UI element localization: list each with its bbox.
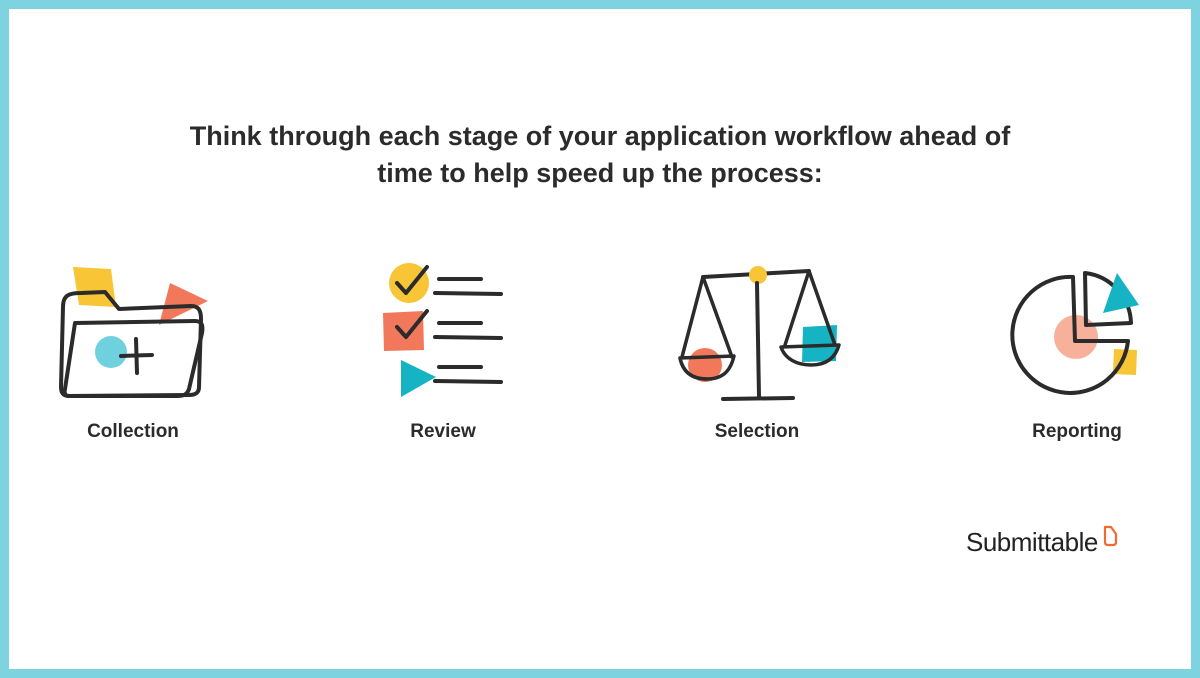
page-heading: Think through each stage of your applica…	[100, 118, 1100, 192]
stage-review: Review	[323, 255, 563, 455]
pie-chart-icon	[1010, 271, 1139, 395]
stage-label-selection: Selection	[714, 421, 800, 442]
heading-line-2: time to help speed up the process:	[377, 158, 823, 188]
brand-name: Submittable	[966, 527, 1098, 557]
folder-plus-icon	[59, 267, 208, 398]
stage-collection: Collection	[13, 255, 253, 455]
checklist-icon	[383, 263, 503, 397]
stage-label-reporting: Reporting	[1032, 421, 1122, 442]
heading-line-1: Think through each stage of your applica…	[189, 121, 1011, 151]
stage-label-collection: Collection	[87, 421, 179, 442]
stage-reporting: Reporting	[957, 255, 1197, 455]
submittable-logo-icon	[1103, 525, 1117, 547]
brand-logo: Submittable	[966, 525, 1118, 558]
balance-scale-icon	[678, 266, 841, 401]
stage-label-review: Review	[410, 421, 476, 442]
stage-selection: Selection	[637, 255, 877, 455]
